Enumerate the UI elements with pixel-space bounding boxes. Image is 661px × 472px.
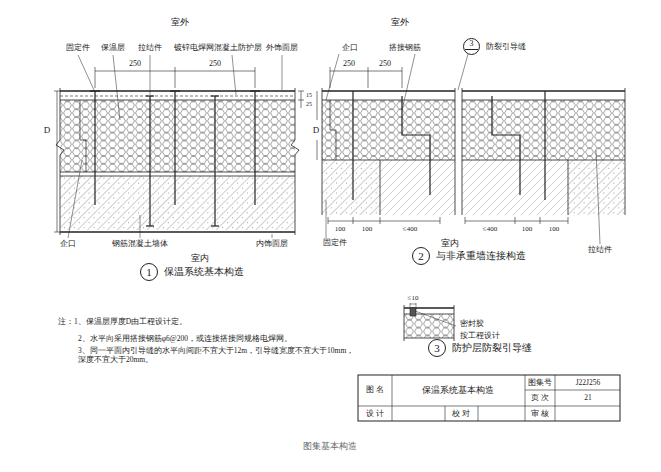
detail-callout: 3 防护层防裂引导缝 <box>428 339 532 357</box>
drawing-label: 注：1、保温层厚度D由工程设计定。 <box>58 318 187 327</box>
callout-number: 3 <box>470 40 474 48</box>
drawing-label: 250 <box>129 59 141 68</box>
drawing-label: 3、同一平面内引导缝的水平向间距不宜大于12m，引导缝宽度不宜大于10mm，深度… <box>78 347 358 364</box>
detail-callout: 1 保温系统基本构造 <box>140 263 244 281</box>
drawing-label: 250 <box>209 59 221 68</box>
detail-callout: 3 防裂引导缝 <box>463 38 526 55</box>
drawing-label: 设 计 <box>366 409 384 418</box>
drawing-label: J22J256 <box>576 379 601 388</box>
drawing-label: 图 名 <box>366 385 384 394</box>
callout-circle: 3 <box>428 339 446 357</box>
detail-heading: 防护层防裂引导缝 <box>452 341 532 355</box>
drawing-label: 页 次 <box>531 394 549 403</box>
drawing-label: 图集号 <box>528 379 552 388</box>
drawing-label: 校 对 <box>452 409 470 418</box>
drawing-label: 搭接钢筋 <box>389 43 421 52</box>
drawing-label: 镀锌电焊网混凝土防护层 <box>174 43 262 52</box>
drawing-label: 100 <box>549 225 560 233</box>
drawing-label: 25 <box>306 101 312 108</box>
callout-circle: 3 <box>463 38 480 55</box>
callout-circle: 2 <box>412 247 430 265</box>
callout-circle: 1 <box>140 263 158 281</box>
drawing-label: 企口 <box>60 239 76 248</box>
drawing-label: 保温层 <box>101 43 125 52</box>
drawing-label: 拉结件 <box>138 43 162 52</box>
drawing-label: 250 <box>343 59 355 68</box>
drawing-label: ≤400 <box>403 225 417 233</box>
drawing-label: 室外 <box>391 17 409 27</box>
drawing-label: 钢筋混凝土墙体 <box>112 239 168 248</box>
drawing-label: 100 <box>522 225 533 233</box>
drawing-label: 按工程设计 <box>460 332 500 341</box>
drawing-label: 21 <box>584 394 592 403</box>
drawing-label: 250 <box>379 59 391 68</box>
drawing-label: 15 <box>306 92 312 99</box>
drawing-label: 室内 <box>191 253 209 263</box>
detail-heading: 保温系统基本构造 <box>164 265 244 279</box>
detail-heading: 与非承重墙连接构造 <box>436 249 526 263</box>
drawing-label: 拉结件 <box>588 245 612 254</box>
callout-number: 3 <box>434 343 440 354</box>
drawing-label: 固定件 <box>323 238 347 247</box>
drawing-label: 保温系统基本构造 <box>422 385 494 395</box>
drawing-label: D <box>44 125 51 135</box>
drawing-label: D <box>313 125 320 135</box>
detail-heading: 防裂引导缝 <box>486 41 526 52</box>
drawing-label: 内饰面层 <box>256 239 288 248</box>
divider-line <box>465 49 478 50</box>
callout-number: 1 <box>146 267 152 278</box>
drawing-label: ≤400 <box>483 225 497 233</box>
drawing-label: 2、水平向采用搭接钢筋φ6@200，或连接搭接同规格电焊网。 <box>78 335 292 344</box>
drawing-label: 室外 <box>171 17 189 27</box>
figure-caption: 图集基本构造 <box>303 440 357 453</box>
callout-number: 2 <box>418 251 424 262</box>
drawing-label: 密封胶 <box>460 320 484 329</box>
drawing-label: 企口 <box>342 43 358 52</box>
drawing-label: ≤10 <box>408 294 419 302</box>
drawing-label: 审 核 <box>531 409 549 418</box>
drawing-label: 100 <box>335 225 346 233</box>
drawing-label: 100 <box>362 225 373 233</box>
detail-callout: 2 与非承重墙连接构造 <box>412 247 526 265</box>
drawing-label: 外饰面层 <box>266 43 298 52</box>
drawing-label: 室内 <box>441 238 459 248</box>
drawing-label: 固定件 <box>66 43 90 52</box>
